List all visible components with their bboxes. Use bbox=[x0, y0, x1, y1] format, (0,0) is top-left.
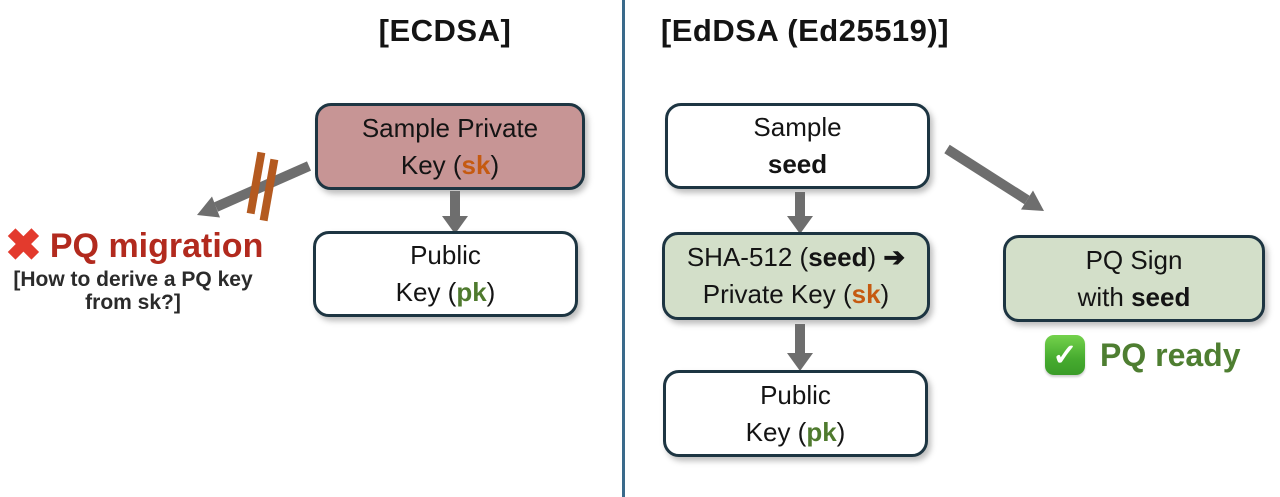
eddsa-sha512-box: SHA-512 (seed) ➔ Private Key (sk) bbox=[662, 232, 930, 320]
eddsa-public-key-line2: Key (pk) bbox=[745, 416, 846, 447]
eddsa-public-key-line1: Public bbox=[760, 379, 831, 410]
pq-ready-status: ✓ PQ ready bbox=[1045, 335, 1241, 375]
pk-token: pk bbox=[806, 416, 837, 447]
sha512-line2: Private Key (sk) bbox=[702, 279, 890, 309]
section-divider bbox=[622, 0, 625, 497]
sk-token: sk bbox=[461, 149, 491, 180]
pq-sign-line2: with seed bbox=[1077, 281, 1191, 312]
eddsa-public-key-box: Public Key (pk) bbox=[663, 370, 928, 457]
arrow-seed-to-sha bbox=[787, 192, 813, 234]
green-checkmark-icon: ✓ bbox=[1045, 335, 1085, 375]
pq-sign-box: PQ Sign with seed bbox=[1003, 235, 1265, 322]
question-line1: [How to derive a PQ key bbox=[13, 268, 253, 291]
sample-seed-line2: seed bbox=[768, 146, 827, 183]
blocked-slashes-icon bbox=[246, 151, 279, 222]
sha512-line1: SHA-512 (seed) ➔ bbox=[686, 242, 906, 272]
seed-token: seed bbox=[808, 242, 868, 272]
eddsa-sample-seed-box: Sample seed bbox=[665, 103, 930, 189]
pk-token: pk bbox=[456, 277, 487, 307]
arrow-seed-to-pqsign bbox=[944, 144, 1044, 211]
question-line2: from sk?] bbox=[85, 291, 181, 314]
pq-ready-label: PQ ready bbox=[1100, 336, 1241, 373]
ecdsa-private-key-line1: Sample Private bbox=[361, 112, 539, 143]
seed-token: seed bbox=[1131, 281, 1191, 312]
sk-token: sk bbox=[851, 279, 881, 309]
seed-token: seed bbox=[767, 149, 828, 179]
ecdsa-private-key-box: Sample Private Key (sk) bbox=[315, 103, 585, 190]
ecdsa-section-title: [ECDSA] bbox=[378, 13, 512, 48]
arrow-ecdsa-sk-to-pk bbox=[442, 191, 468, 234]
sample-seed-line1: Sample bbox=[753, 112, 842, 142]
pq-migration-blocked: ✖ PQ migration bbox=[5, 224, 265, 268]
pq-sign-line1: PQ Sign bbox=[1085, 244, 1183, 275]
eddsa-section-title: [EdDSA (Ed25519)] bbox=[660, 13, 950, 48]
right-arrow-glyph: ➔ bbox=[883, 242, 906, 272]
red-x-icon: ✖ bbox=[5, 221, 42, 270]
arrow-blocked-pq-migration bbox=[197, 161, 312, 218]
arrow-sha-to-pk bbox=[787, 324, 813, 371]
ecdsa-private-key-line2: Key (sk) bbox=[400, 149, 500, 180]
ecdsa-public-key-box: Public Key (pk) bbox=[313, 231, 578, 317]
ecdsa-public-key-line1: Public bbox=[410, 240, 481, 270]
pq-migration-label: PQ migration bbox=[49, 227, 264, 265]
pq-migration-question: [How to derive a PQ key from sk?] bbox=[0, 268, 266, 314]
ecdsa-public-key-line2: Key (pk) bbox=[395, 277, 496, 307]
